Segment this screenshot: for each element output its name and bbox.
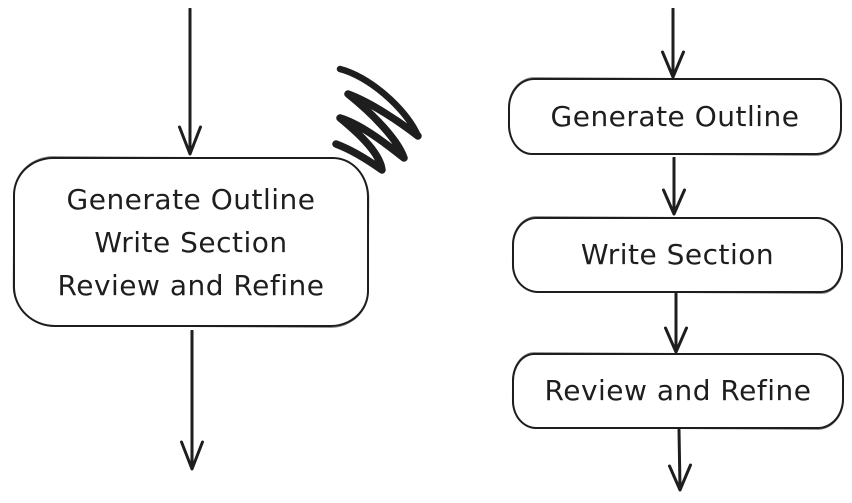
down-arrow-icon bbox=[666, 429, 692, 492]
down-arrow-icon bbox=[663, 293, 689, 354]
down-arrow-icon bbox=[661, 157, 687, 216]
flow-node-combined: Generate Outline Write Section Review an… bbox=[13, 157, 369, 327]
node-label: Generate Outline bbox=[550, 99, 800, 133]
down-arrow-icon bbox=[660, 8, 686, 79]
node-line-write-section: Write Section bbox=[94, 225, 288, 259]
node-label: Review and Refine bbox=[544, 374, 812, 407]
node-line-review-and-refine: Review and Refine bbox=[57, 268, 325, 302]
flow-node-review-and-refine: Review and Refine bbox=[512, 353, 844, 429]
flow-node-write-section: Write Section bbox=[512, 217, 843, 293]
node-line-generate-outline: Generate Outline bbox=[66, 182, 316, 216]
down-arrow-icon bbox=[177, 8, 203, 156]
down-arrow-icon bbox=[179, 330, 205, 471]
node-label: Write Section bbox=[580, 238, 775, 271]
scribble-icon bbox=[318, 60, 430, 190]
flow-node-generate-outline: Generate Outline bbox=[508, 78, 842, 155]
